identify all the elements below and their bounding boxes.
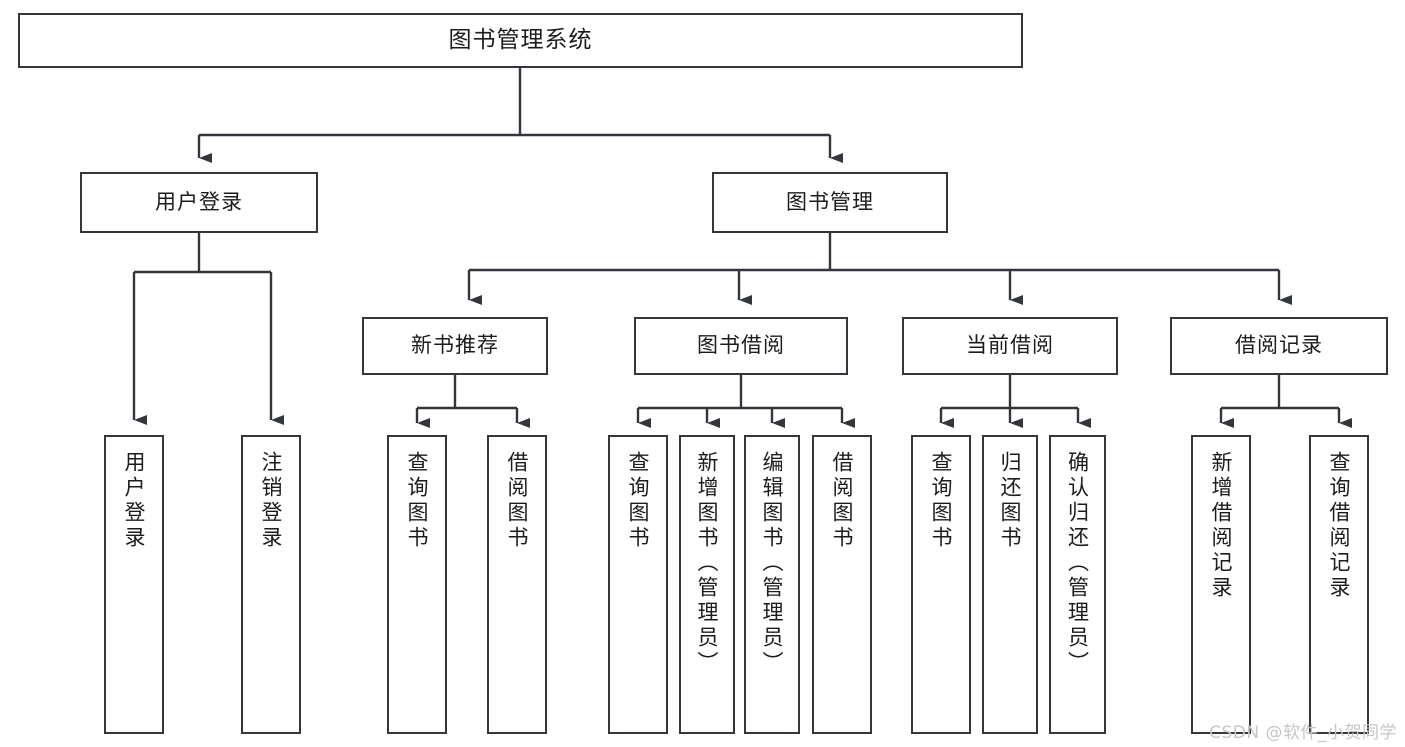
leaf-logout-login-label: 注销登录 xyxy=(259,451,284,551)
leaf-logout-login[interactable]: 注销登录 xyxy=(241,435,301,734)
leaf-return-book-label: 归还图书 xyxy=(998,451,1023,551)
node-book-borrow[interactable]: 图书借阅 xyxy=(634,317,848,375)
leaf-query-book-3-label: 查询图书 xyxy=(929,451,954,551)
leaf-user-login-label: 用户登录 xyxy=(122,451,147,551)
node-user-login[interactable]: 用户登录 xyxy=(80,172,318,233)
leaf-return-book[interactable]: 归还图书 xyxy=(982,435,1038,734)
node-new-book-rec-label: 新书推荐 xyxy=(411,333,499,358)
node-root-label: 图书管理系统 xyxy=(448,26,593,53)
leaf-confirm-return[interactable]: 确认归还（管理员） xyxy=(1049,435,1106,734)
leaf-add-book-label: 新增图书（管理员） xyxy=(695,451,720,676)
node-borrow-record[interactable]: 借阅记录 xyxy=(1170,317,1388,375)
node-borrow-record-label: 借阅记录 xyxy=(1235,333,1323,358)
leaf-edit-book[interactable]: 编辑图书（管理员） xyxy=(744,435,800,734)
leaf-edit-book-label: 编辑图书（管理员） xyxy=(760,451,785,676)
leaf-query-book-3[interactable]: 查询图书 xyxy=(911,435,971,734)
leaf-borrow-book-2-label: 借阅图书 xyxy=(830,451,855,551)
node-current-borrow[interactable]: 当前借阅 xyxy=(902,317,1118,375)
leaf-query-book-2-label: 查询图书 xyxy=(626,451,651,551)
leaf-confirm-return-label: 确认归还（管理员） xyxy=(1065,451,1090,676)
node-root[interactable]: 图书管理系统 xyxy=(18,13,1023,68)
leaf-add-record[interactable]: 新增借阅记录 xyxy=(1191,435,1251,734)
leaf-query-record-label: 查询借阅记录 xyxy=(1327,451,1352,601)
leaf-query-record[interactable]: 查询借阅记录 xyxy=(1309,435,1369,734)
leaf-borrow-book-1-label: 借阅图书 xyxy=(505,451,530,551)
leaf-borrow-book-1[interactable]: 借阅图书 xyxy=(487,435,547,734)
leaf-query-book-2[interactable]: 查询图书 xyxy=(608,435,668,734)
node-new-book-rec[interactable]: 新书推荐 xyxy=(362,317,548,375)
node-current-borrow-label: 当前借阅 xyxy=(966,333,1054,358)
leaf-add-book[interactable]: 新增图书（管理员） xyxy=(679,435,735,734)
leaf-add-record-label: 新增借阅记录 xyxy=(1209,451,1234,601)
node-book-manage[interactable]: 图书管理 xyxy=(712,172,948,233)
watermark: CSDN @软件_小贺同学 xyxy=(1209,723,1397,743)
leaf-user-login[interactable]: 用户登录 xyxy=(104,435,164,734)
node-book-borrow-label: 图书借阅 xyxy=(697,333,785,358)
leaf-query-book-1[interactable]: 查询图书 xyxy=(387,435,447,734)
leaf-borrow-book-2[interactable]: 借阅图书 xyxy=(812,435,872,734)
node-book-manage-label: 图书管理 xyxy=(786,189,874,214)
node-user-login-label: 用户登录 xyxy=(155,189,243,214)
leaf-query-book-1-label: 查询图书 xyxy=(405,451,430,551)
